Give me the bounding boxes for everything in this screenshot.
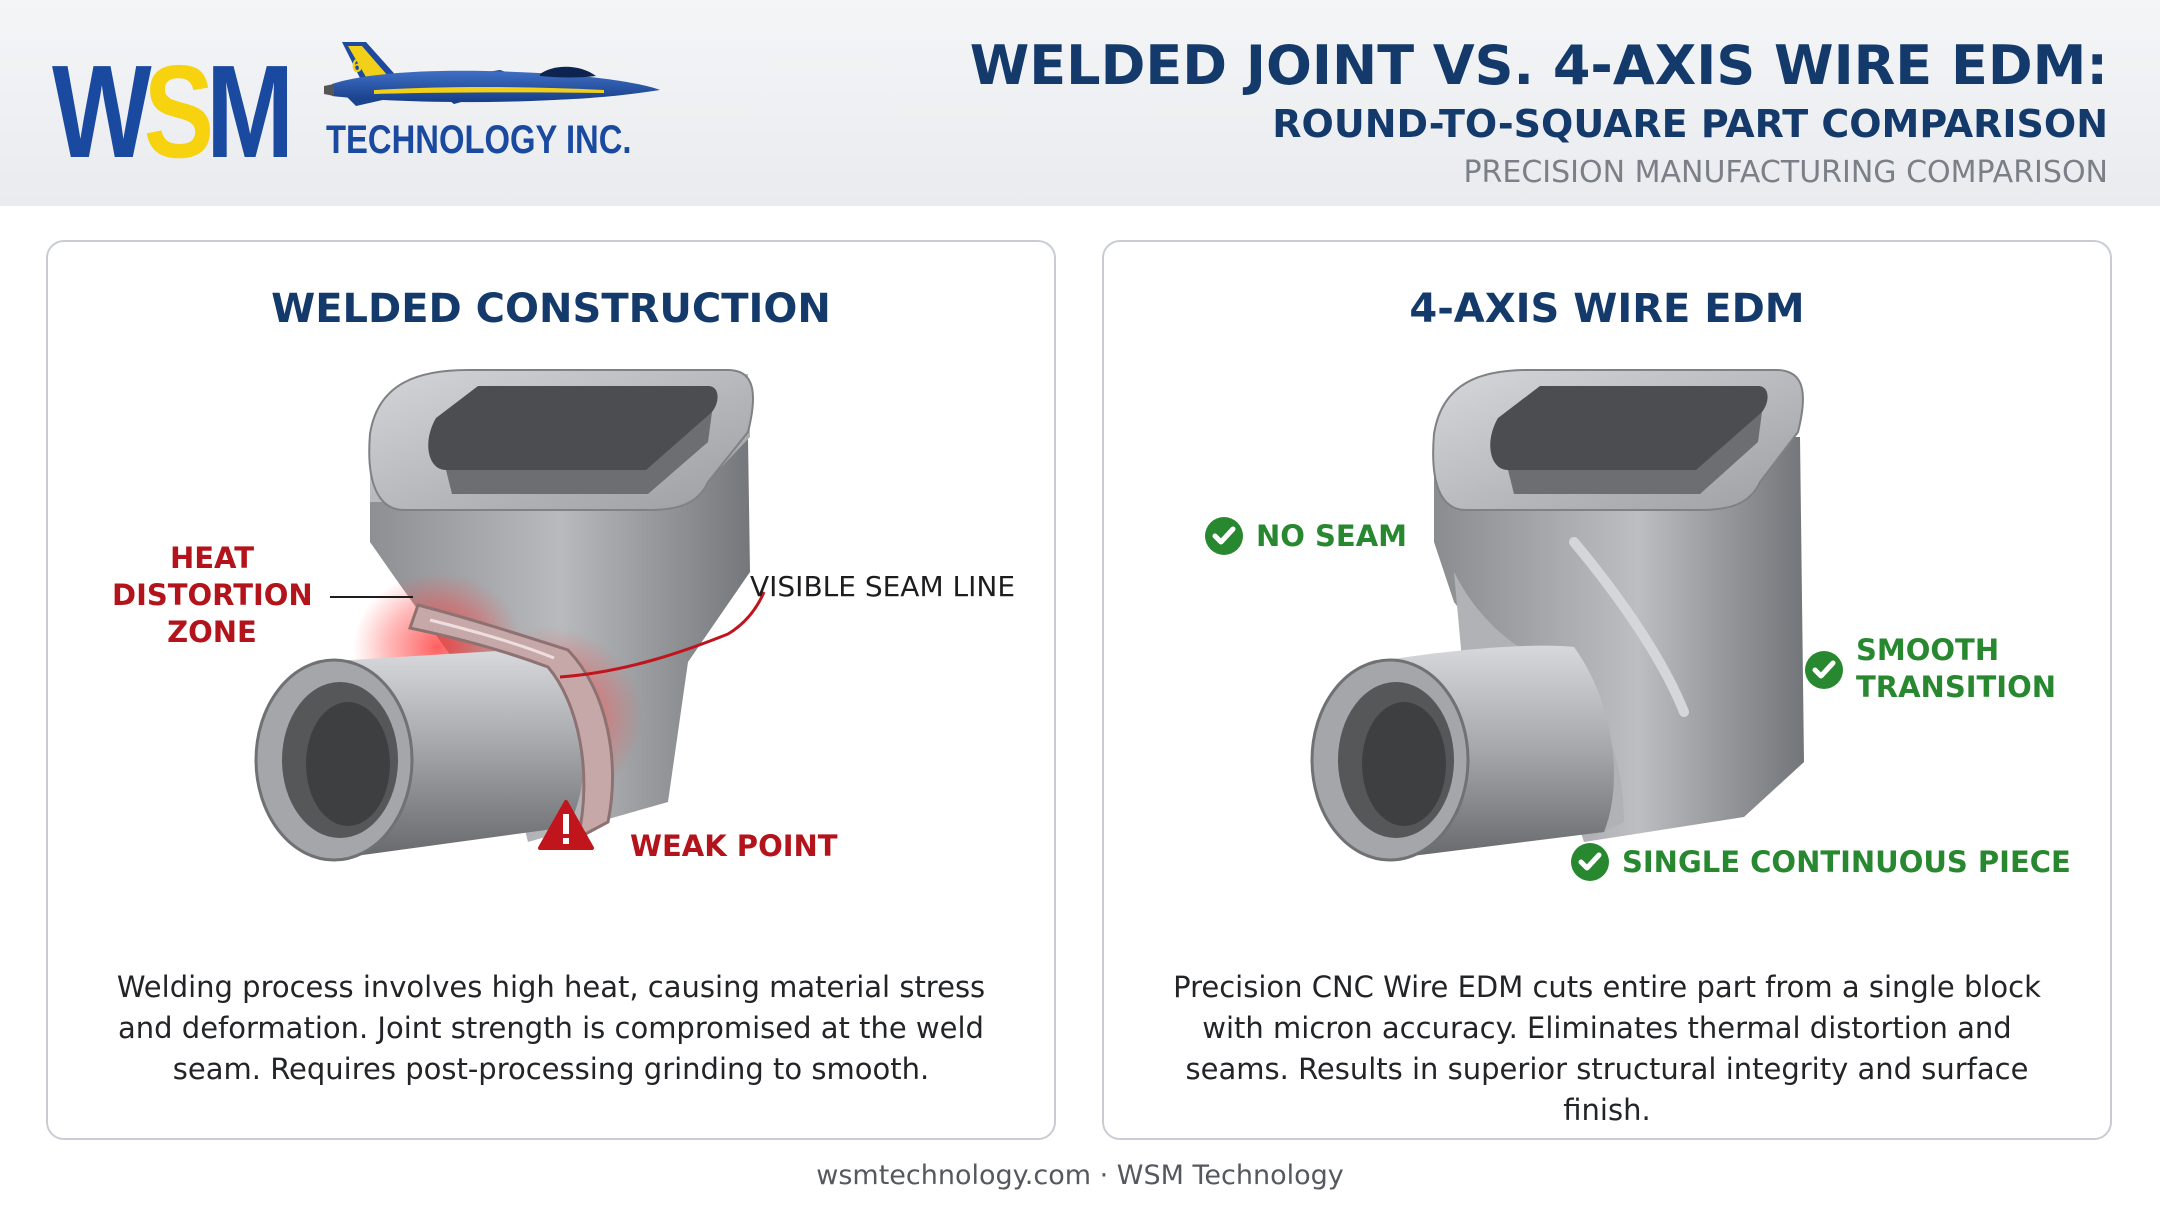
heat-callout-line-3: ZONE	[167, 615, 257, 649]
logo-letter-s: S	[143, 38, 214, 185]
logo-letter-m: M	[206, 38, 294, 185]
no-seam-callout: NO SEAM	[1256, 519, 1408, 553]
welded-part-illustration	[254, 369, 766, 862]
edm-panel-title: 4-AXIS WIRE EDM	[1409, 286, 1805, 332]
header-banner: WSM 6 TECHNOLO	[0, 0, 2160, 206]
heat-callout-line-2: DISTORTION	[112, 578, 313, 612]
smooth-callout-line-1: SMOOTH	[1856, 633, 2000, 667]
page-tagline: PRECISION MANUFACTURING COMPARISON	[1463, 155, 2108, 190]
edm-panel: 4-AXIS WIRE EDM	[1102, 240, 2112, 1140]
logo-subtitle: TECHNOLOGY INC.	[326, 118, 632, 162]
check-icon	[1205, 517, 1243, 555]
jet-icon: 6	[324, 42, 660, 106]
check-icon	[1805, 651, 1843, 689]
page-subtitle: ROUND-TO-SQUARE PART COMPARISON	[1272, 102, 2108, 146]
weld-bead	[408, 603, 614, 841]
welded-description: Welding process involves high heat, caus…	[116, 970, 986, 1086]
single-piece-callout: SINGLE CONTINUOUS PIECE	[1622, 845, 2071, 879]
edm-description: Precision CNC Wire EDM cuts entire part …	[1173, 970, 2041, 1127]
footer-text[interactable]: wsmtechnology.com · WSM Technology	[816, 1160, 1344, 1191]
page-title: WELDED JOINT VS. 4-AXIS WIRE EDM:	[969, 34, 2108, 97]
edm-part-illustration	[1310, 369, 1804, 862]
logo-wordmark: WSM	[52, 46, 294, 178]
smooth-transition-callout: SMOOTH TRANSITION	[1856, 632, 2056, 706]
welded-square-opening	[428, 386, 718, 470]
jet-number: 6	[352, 56, 362, 76]
edm-square-opening	[1490, 386, 1768, 470]
smooth-callout-line-2: TRANSITION	[1856, 670, 2056, 704]
heat-distortion-callout: HEAT DISTORTION ZONE	[112, 540, 313, 651]
edm-square-side	[1434, 437, 1804, 842]
welded-panel-title: WELDED CONSTRUCTION	[271, 286, 831, 332]
logo-letter-w: W	[52, 38, 152, 185]
seam-line-pointer	[559, 591, 766, 679]
weak-point-callout: WEAK POINT	[630, 829, 838, 863]
welded-panel: WELDED CONSTRUCTION	[46, 240, 1056, 1140]
company-logo[interactable]: WSM 6 TECHNOLO	[52, 28, 660, 178]
title-block: WELDED JOINT VS. 4-AXIS WIRE EDM: ROUND-…	[970, 34, 2108, 196]
warning-icon	[538, 800, 594, 850]
visible-seam-callout: VISIBLE SEAM LINE	[750, 570, 1016, 603]
check-icon	[1571, 843, 1609, 881]
heat-callout-line-1: HEAT	[169, 541, 255, 575]
